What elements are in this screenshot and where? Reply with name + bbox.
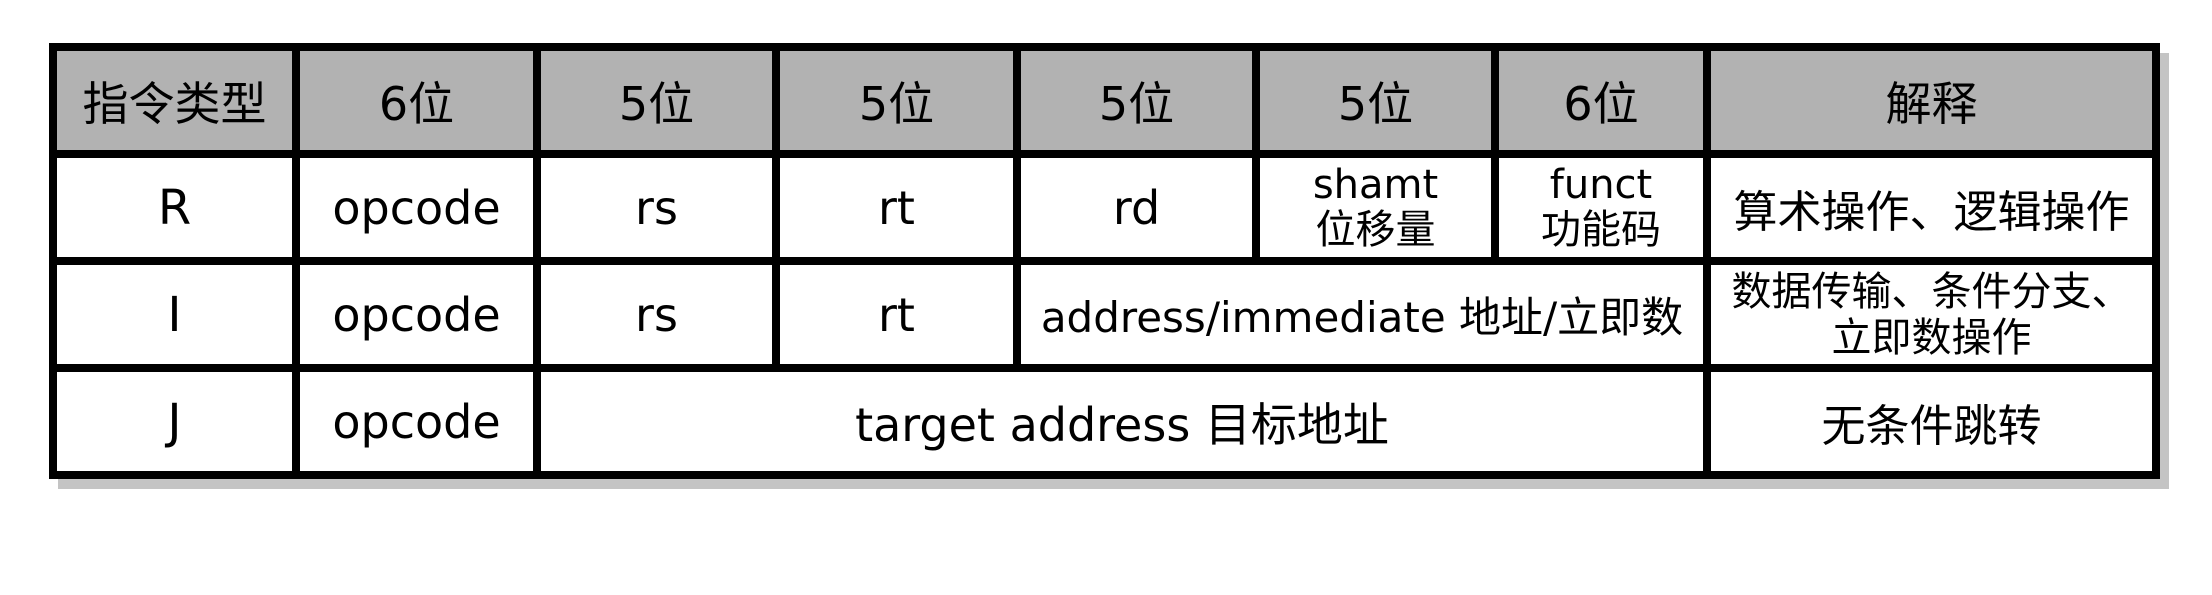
i-description-line2: 立即数操作 [1831, 314, 2032, 361]
row-i-type: I opcode rs rt address/immediate 地址/立即数 … [49, 257, 2160, 372]
header-cell-5bit-shamt: 5位 [1252, 43, 1499, 158]
header-cell-5bit-rs: 5位 [533, 43, 780, 158]
cell-i-description: 数据传输、条件分支、 立即数操作 [1703, 257, 2160, 372]
cell-i-type: I [49, 257, 300, 372]
mips-instruction-format-table-wrap: 指令类型 6位 5位 5位 5位 5位 6位 解释 R opcode rs rt… [49, 43, 2160, 479]
cell-i-rt: rt [772, 257, 1021, 372]
cell-r-rs: rs [533, 150, 780, 265]
cell-j-type: J [49, 364, 300, 479]
cell-r-description: 算术操作、逻辑操作 [1703, 150, 2160, 265]
cell-i-address-immediate: address/immediate 地址/立即数 [1013, 257, 1711, 372]
cell-r-shamt: shamt 位移量 [1252, 150, 1499, 265]
shamt-label-zh: 位移量 [1315, 206, 1436, 253]
cell-r-type: R [49, 150, 300, 265]
i-description-line1: 数据传输、条件分支、 [1731, 268, 2132, 315]
header-cell-explanation: 解释 [1703, 43, 2160, 158]
cell-i-rs: rs [533, 257, 780, 372]
shamt-label-en: shamt [1312, 161, 1439, 208]
row-r-type: R opcode rs rt rd shamt 位移量 funct 功能码 算术… [49, 150, 2160, 265]
header-cell-5bit-rd: 5位 [1013, 43, 1260, 158]
cell-j-description: 无条件跳转 [1703, 364, 2160, 479]
cell-j-opcode: opcode [292, 364, 541, 479]
header-row: 指令类型 6位 5位 5位 5位 5位 6位 解释 [49, 43, 2160, 158]
header-cell-6bit-funct: 6位 [1491, 43, 1711, 158]
cell-i-opcode: opcode [292, 257, 541, 372]
header-cell-5bit-rt: 5位 [772, 43, 1021, 158]
cell-r-rd: rd [1013, 150, 1260, 265]
header-cell-6bit-opcode: 6位 [292, 43, 541, 158]
cell-j-target-address: target address 目标地址 [533, 364, 1711, 479]
funct-label-zh: 功能码 [1541, 206, 1661, 253]
cell-r-rt: rt [772, 150, 1021, 265]
mips-instruction-format-table: 指令类型 6位 5位 5位 5位 5位 6位 解释 R opcode rs rt… [49, 43, 2160, 479]
cell-r-funct: funct 功能码 [1491, 150, 1711, 265]
funct-label-en: funct [1549, 161, 1653, 208]
header-cell-instruction-type: 指令类型 [49, 43, 300, 158]
cell-r-opcode: opcode [292, 150, 541, 265]
row-j-type: J opcode target address 目标地址 无条件跳转 [49, 364, 2160, 479]
